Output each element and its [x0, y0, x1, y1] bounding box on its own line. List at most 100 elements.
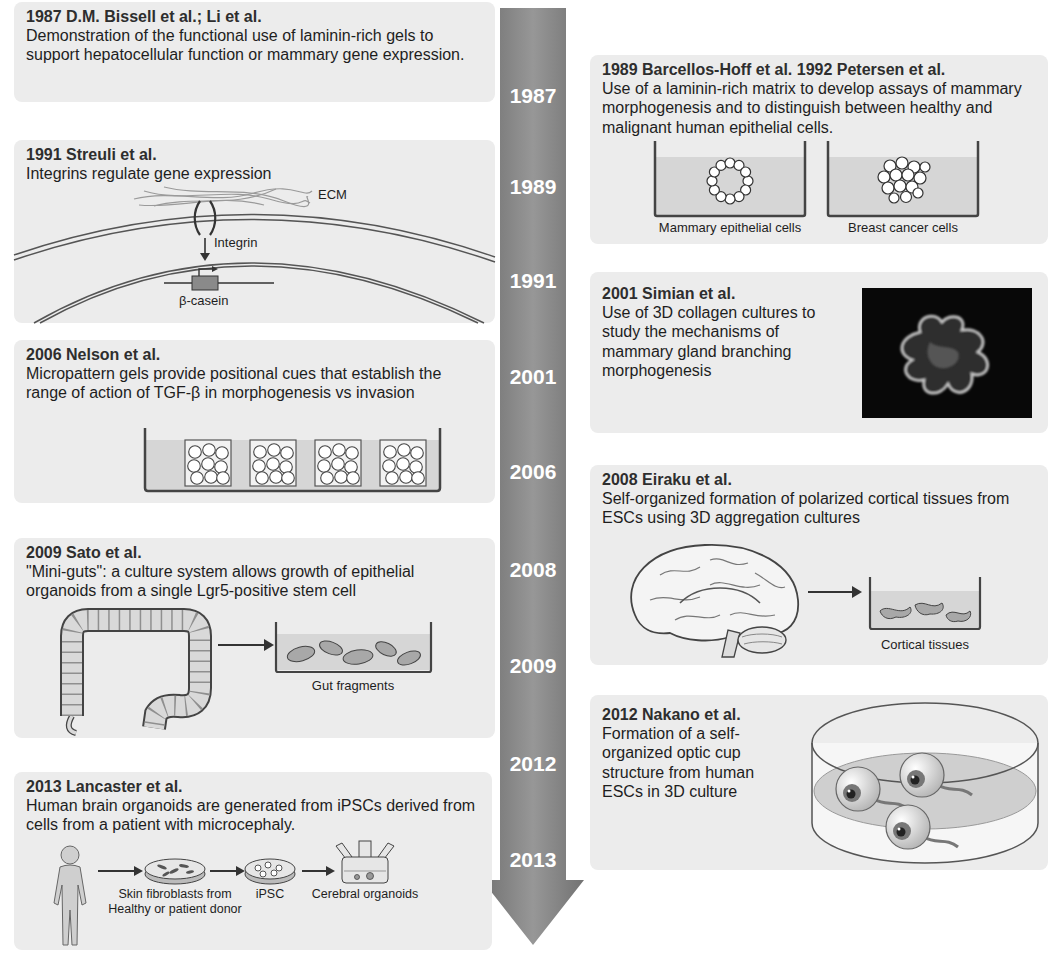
event-box: 2006 Nelson et al.Micropattern gels prov… [14, 340, 495, 503]
event-heading: 2012 Nakano et al. [602, 705, 1036, 724]
year-label: 2006 [500, 459, 566, 485]
event-heading: 1989 Barcellos-Hoff et al. 1992 Petersen… [602, 60, 1036, 79]
event-box: 2009 Sato et al."Mini-guts": a culture s… [14, 538, 495, 738]
ipsc-dish [265, 862, 271, 868]
brain-gyri [675, 615, 720, 620]
dish-wall [812, 743, 1038, 863]
gut-fragment [286, 638, 423, 667]
promoter-arrow [199, 269, 212, 276]
event-description: "Mini-guts": a culture system allows gro… [26, 562, 481, 600]
arrow [264, 639, 274, 651]
cancer-cells [878, 157, 930, 203]
event-description: Use of a laminin-rich matrix to develop … [602, 79, 1032, 137]
acinus-cells [709, 185, 719, 195]
year-label: 1989 [500, 174, 566, 200]
nuclear-membrane [40, 266, 478, 323]
spinner-flask [342, 857, 388, 883]
culture-dish [277, 634, 430, 670]
brain-gyri [650, 559, 785, 620]
arrow [302, 870, 326, 872]
figure-label: Gut fragments [288, 678, 418, 694]
figure-label: Integrin [214, 235, 294, 251]
ipsc-dish [271, 870, 277, 876]
colon [69, 716, 76, 733]
brain-outline [631, 545, 798, 642]
arrow [808, 591, 852, 593]
brain-gyri [660, 567, 700, 575]
event-heading: 2001 Simian et al. [602, 284, 1036, 303]
year-label: 2008 [500, 557, 566, 583]
arrow [326, 866, 335, 876]
cortical-tissue [915, 603, 943, 615]
micropattern-dish [14, 340, 495, 503]
event-heading: 2013 Lancaster et al. [26, 777, 480, 796]
cancer-dish [828, 141, 978, 216]
person-body [54, 865, 86, 945]
arrow [852, 586, 862, 598]
culture-dish [870, 577, 980, 629]
brain-gyri [710, 583, 760, 588]
mammary-dish [655, 141, 805, 216]
event-box: 2008 Eiraku et al.Self-organized formati… [590, 465, 1048, 665]
gene-line [164, 283, 274, 285]
figure-label: β-casein [179, 293, 259, 309]
culture-dish [185, 440, 231, 486]
cancer-cells [913, 188, 923, 198]
cancer-cells [882, 182, 894, 194]
signal-arrow [200, 253, 210, 261]
event-description: Use of 3D collagen cultures to study the… [602, 303, 842, 380]
gut-fragment [396, 648, 423, 667]
event-heading: 2008 Eiraku et al. [602, 470, 1036, 489]
figure-label: iPSC [245, 887, 295, 902]
culture-dish [276, 622, 431, 672]
cerebellum-folia [742, 634, 782, 644]
acinus-cells [741, 167, 751, 177]
acinus-cells [725, 158, 735, 168]
integrin-symbol [195, 201, 216, 235]
colon [72, 620, 200, 728]
fibroblast-dish [145, 859, 205, 879]
cancer-cells [894, 180, 906, 192]
arrow [236, 866, 245, 876]
optic-cup [836, 767, 908, 811]
culture-dish [145, 428, 440, 491]
timeline-arrow [482, 8, 584, 945]
brainstem [722, 630, 740, 657]
cerebellum-folia [744, 642, 782, 644]
optic-cup [900, 753, 972, 797]
cell-membrane [14, 215, 495, 263]
culture-dish [380, 440, 426, 486]
nuclear-membrane [34, 263, 484, 323]
culture-dish [146, 440, 439, 490]
nuclear-membrane [34, 263, 484, 323]
ipsc-dish [255, 862, 282, 877]
integrin-symbol [195, 201, 200, 235]
cell-membrane [14, 220, 495, 263]
year-label: 2001 [500, 364, 566, 390]
culture-dish [145, 428, 440, 491]
spinner-flask [344, 870, 386, 871]
event-description: Formation of a self-organized optic cup … [602, 724, 797, 801]
event-heading: 2009 Sato et al. [26, 543, 483, 562]
figure-label: Breast cancer cells [818, 220, 988, 236]
brain-gyri [710, 559, 748, 565]
ecm-fibers [139, 201, 264, 206]
cancer-dish [828, 141, 978, 216]
event-box: 2001 Simian et al.Use of 3D collagen cul… [590, 272, 1048, 433]
branching-gland [928, 342, 959, 368]
year-label: 1991 [500, 268, 566, 294]
integrin-symbol [210, 201, 215, 235]
year-label: 1987 [500, 83, 566, 109]
culture-dish [871, 591, 979, 628]
spinner-flask [359, 841, 371, 859]
event-box: 1987 D.M. Bissell et al.; Li et al.Demon… [14, 2, 495, 102]
acinus-cells [734, 191, 744, 201]
spinner-flask [355, 874, 360, 879]
figure-label: Skin fibroblasts from Healthy or patient… [100, 887, 250, 917]
year-label: 2013 [500, 847, 566, 873]
cancer-cells [902, 169, 914, 181]
ipsc-dish [245, 859, 295, 884]
colon [72, 620, 200, 728]
figure-label: ECM [318, 187, 378, 203]
gut-fragment [342, 648, 374, 666]
